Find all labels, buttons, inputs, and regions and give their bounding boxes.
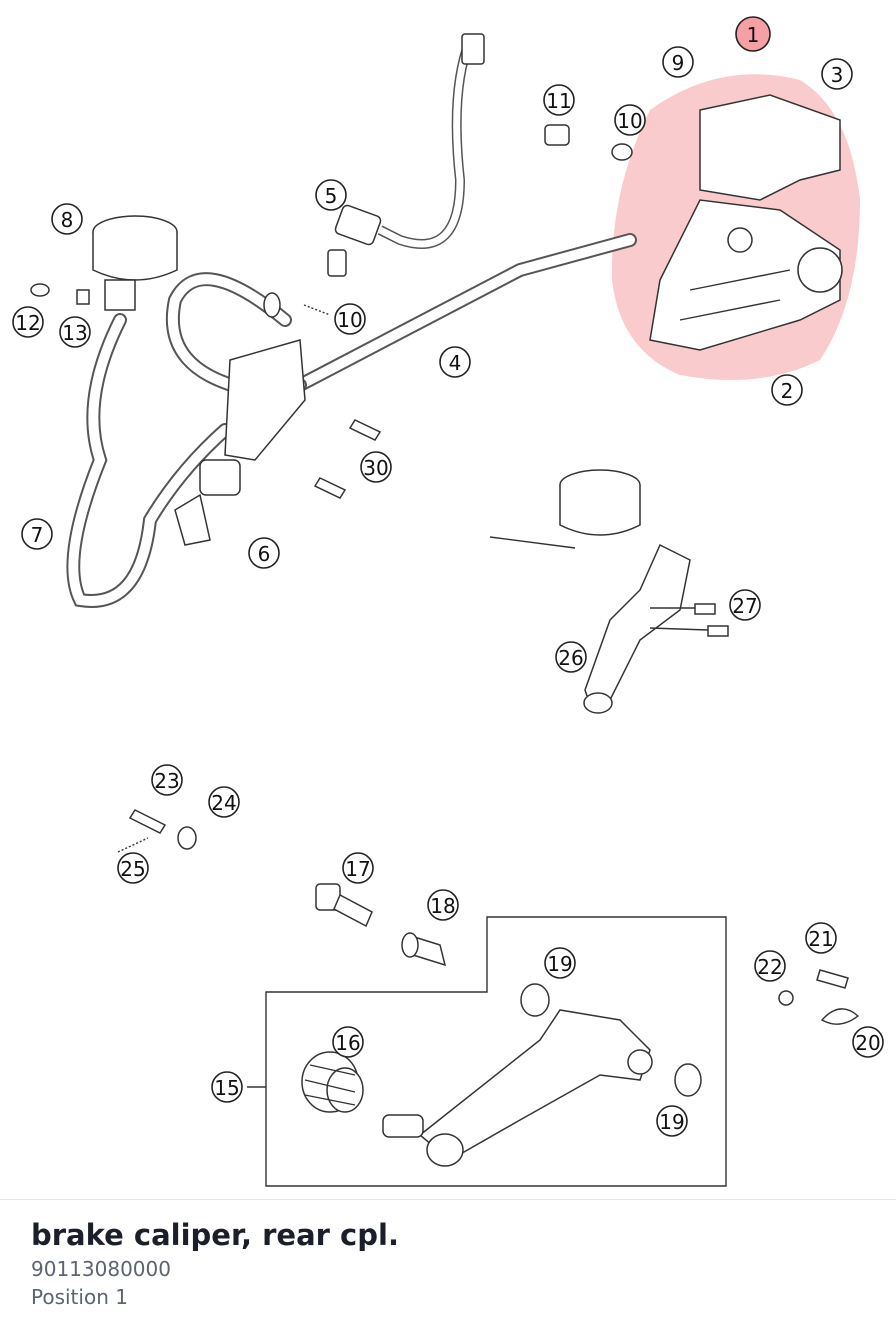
callout-23[interactable]: 23 <box>151 764 183 796</box>
callout-7[interactable]: 7 <box>21 518 53 550</box>
part-number: 90113080000 <box>31 1257 171 1281</box>
callout-25[interactable]: 25 <box>117 852 149 884</box>
brake-hoses <box>66 33 637 608</box>
svg-text:9: 9 <box>672 51 685 75</box>
part-name: brake caliper, rear cpl. <box>31 1218 399 1252</box>
svg-text:24: 24 <box>211 791 236 815</box>
svg-text:22: 22 <box>757 955 782 979</box>
part-info-panel: brake caliper, rear cpl. 90113080000 Pos… <box>31 1215 871 1311</box>
callout-16[interactable]: 16 <box>332 1026 364 1058</box>
svg-text:10: 10 <box>337 308 362 332</box>
callout-22[interactable]: 22 <box>754 950 786 982</box>
callout-17[interactable]: 17 <box>342 852 374 884</box>
svg-text:15: 15 <box>214 1076 239 1100</box>
callout-13[interactable]: 13 <box>59 316 91 348</box>
callout-9[interactable]: 9 <box>662 46 694 78</box>
svg-text:23: 23 <box>154 769 179 793</box>
bolts <box>30 124 633 499</box>
pedal-spring <box>301 1051 364 1113</box>
svg-text:8: 8 <box>61 208 74 232</box>
svg-text:25: 25 <box>120 857 145 881</box>
brake-caliper[interactable] <box>649 94 843 351</box>
callout-18[interactable]: 18 <box>427 889 459 921</box>
svg-text:17: 17 <box>345 857 370 881</box>
brake-pedal <box>382 1009 653 1167</box>
svg-text:19: 19 <box>547 952 572 976</box>
callout-8[interactable]: 8 <box>51 203 83 235</box>
callout-20[interactable]: 20 <box>852 1026 884 1058</box>
part-position: Position 1 <box>31 1285 128 1309</box>
callout-26[interactable]: 26 <box>555 641 587 673</box>
callout-19b[interactable]: 19 <box>656 1105 688 1137</box>
svg-text:20: 20 <box>855 1031 880 1055</box>
svg-text:6: 6 <box>258 542 271 566</box>
pedal-bolt-and-bushing <box>315 883 447 967</box>
callout-5[interactable]: 5 <box>315 179 347 211</box>
svg-text:30: 30 <box>363 456 388 480</box>
svg-text:5: 5 <box>325 184 338 208</box>
svg-text:27: 27 <box>732 594 757 618</box>
callout-2[interactable]: 2 <box>771 374 803 406</box>
callout-24[interactable]: 24 <box>208 786 240 818</box>
brake-master-cylinder <box>92 215 306 546</box>
svg-text:4: 4 <box>449 351 462 375</box>
svg-text:3: 3 <box>831 63 844 87</box>
callout-4[interactable]: 4 <box>439 346 471 378</box>
callout-6[interactable]: 6 <box>248 537 280 569</box>
svg-text:21: 21 <box>808 927 833 951</box>
callout-21[interactable]: 21 <box>805 922 837 954</box>
svg-text:2: 2 <box>781 379 794 403</box>
svg-text:18: 18 <box>430 894 455 918</box>
brake-pedal-assembly-box <box>247 916 727 1187</box>
callout-3[interactable]: 3 <box>821 58 853 90</box>
reservoir-bracket <box>489 469 729 714</box>
svg-text:7: 7 <box>31 523 44 547</box>
divider <box>0 1199 896 1200</box>
callout-10b[interactable]: 10 <box>334 303 366 335</box>
svg-text:13: 13 <box>62 321 87 345</box>
callout-15[interactable]: 15 <box>211 1071 243 1103</box>
svg-text:11: 11 <box>546 89 571 113</box>
callout-11[interactable]: 11 <box>543 84 575 116</box>
svg-text:16: 16 <box>335 1031 360 1055</box>
exploded-parts-diagram: 1 2 3 4 5 6 7 8 9 10 10 11 12 13 15 16 1… <box>12 16 884 1187</box>
callout-30[interactable]: 30 <box>360 451 392 483</box>
svg-text:19: 19 <box>659 1110 684 1134</box>
banjo-fitting <box>327 204 382 277</box>
callout-1[interactable]: 1 <box>735 16 771 52</box>
callout-27[interactable]: 27 <box>729 589 761 621</box>
callout-19a[interactable]: 19 <box>544 947 576 979</box>
svg-text:10: 10 <box>617 109 642 133</box>
svg-text:12: 12 <box>15 311 40 335</box>
callout-12[interactable]: 12 <box>12 306 44 338</box>
callout-10a[interactable]: 10 <box>614 104 646 136</box>
svg-text:26: 26 <box>558 646 583 670</box>
svg-text:1: 1 <box>747 23 760 47</box>
pin-washer-split-pin <box>117 809 197 853</box>
pedal-spring-bolt-nut <box>778 969 860 1025</box>
